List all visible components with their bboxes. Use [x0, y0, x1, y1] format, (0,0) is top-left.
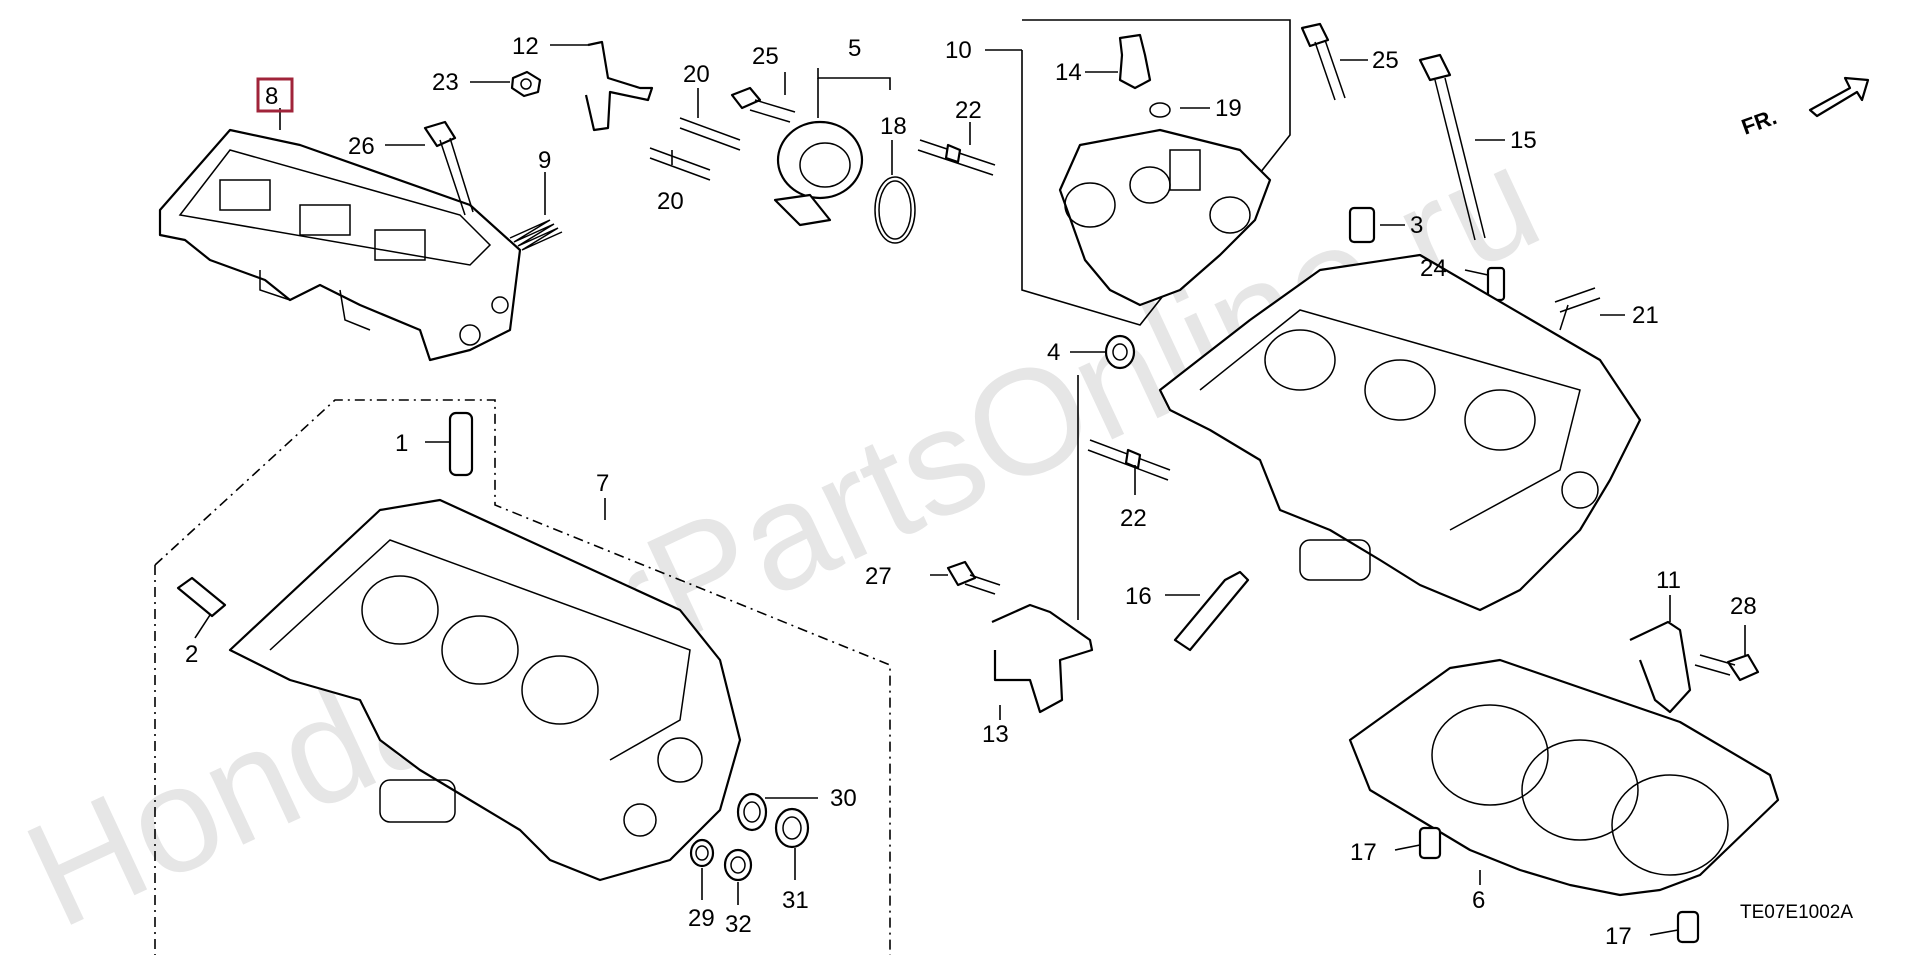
callout-1: 1 [395, 430, 408, 457]
callout-24: 24 [1420, 255, 1447, 282]
callout-25-center: 27 [865, 563, 892, 590]
front-direction-label: FR. [1738, 104, 1780, 140]
callout-11: 11 [1656, 567, 1681, 594]
part-3-dowel [1348, 206, 1376, 244]
leader-lines [194, 44, 1746, 936]
part-16-spark-plug [1173, 570, 1250, 652]
part-29-seal [689, 838, 715, 868]
callout-12: 12 [512, 33, 539, 60]
part-5-housing [773, 120, 864, 227]
part-19-washer [1149, 102, 1171, 118]
part-26-bolt [730, 86, 796, 123]
callout-2: 2 [185, 641, 198, 668]
part-27-bolt [1300, 22, 1346, 101]
callout-10: 10 [945, 37, 972, 64]
part-22-stud-upper [917, 139, 996, 176]
callout-29: 29 [688, 905, 715, 932]
callout-31: 31 [782, 887, 809, 914]
callout-22-lower: 22 [1120, 505, 1147, 532]
callout-19: 19 [1215, 95, 1242, 122]
callout-20-lower: 20 [657, 188, 684, 215]
callout-15: 15 [1510, 127, 1537, 154]
right-cylinder-head [1158, 253, 1642, 612]
part-1-dowel [448, 411, 474, 477]
callout-16: 16 [1125, 583, 1152, 610]
callout-26: 25 [752, 43, 779, 70]
callout-17-lower: 17 [1605, 923, 1632, 950]
part-28-bolt [423, 120, 474, 216]
part-32-plug [723, 848, 753, 882]
part-22-stud-lower [1087, 439, 1171, 481]
boundary-left-head [154, 399, 891, 955]
callout-20-upper: 20 [683, 61, 710, 88]
part-17-dowel-lower [1676, 910, 1700, 944]
part-25-bolt-right [1694, 653, 1760, 682]
callout-17-upper: 17 [1350, 839, 1377, 866]
part-14-sensor [1118, 33, 1152, 90]
part-12-bracket [584, 40, 654, 132]
part-4-seal [1104, 334, 1136, 370]
callout-3: 3 [1410, 212, 1423, 239]
callout-32: 32 [725, 911, 752, 938]
callout-14: 14 [1055, 59, 1082, 86]
part-23-nut [510, 70, 542, 98]
callout-5: 5 [848, 35, 861, 62]
callout-18: 18 [880, 113, 907, 140]
callout-6: 6 [1472, 887, 1485, 914]
part-31-plug [774, 807, 810, 849]
callout-9: 9 [538, 147, 551, 174]
callout-21: 21 [1632, 302, 1659, 329]
part-6-head-gasket [1348, 658, 1780, 897]
callout-25-right: 28 [1730, 593, 1757, 620]
callout-23: 23 [432, 69, 459, 96]
front-direction-arrow: FR. [1738, 76, 1870, 140]
part-25-bolt-center [946, 560, 1001, 595]
part-11-bracket [1629, 620, 1692, 714]
part-21-stud [1554, 287, 1601, 331]
callout-13: 13 [982, 721, 1009, 748]
part-9-spring [509, 219, 563, 251]
callout-27: 25 [1372, 47, 1399, 74]
callout-8: 8 [265, 83, 278, 110]
part-20-studs [649, 117, 741, 181]
callout-7: 7 [596, 470, 609, 497]
callout-30: 30 [830, 785, 857, 812]
part-17-dowel-upper [1418, 826, 1442, 860]
part-8-camshaft-holder [158, 128, 522, 362]
part-10-vtc-assembly [1058, 128, 1272, 307]
part-18-oring [874, 176, 916, 244]
figure-code: TE07E1002A [1740, 902, 1853, 923]
callout-4: 4 [1047, 339, 1060, 366]
part-30-seal [736, 792, 768, 832]
callout-labels: 8 26 9 23 12 20 20 25 5 18 22 10 14 19 2… [185, 33, 1757, 950]
part-2-pin [176, 576, 227, 618]
part-7-left-cylinder-head [228, 498, 742, 882]
callout-28: 26 [348, 133, 375, 160]
part-13-bracket [991, 603, 1094, 714]
part-15-long-bolt [1418, 53, 1486, 241]
callout-22-upper: 22 [955, 97, 982, 124]
callout-8-highlight [256, 77, 294, 113]
